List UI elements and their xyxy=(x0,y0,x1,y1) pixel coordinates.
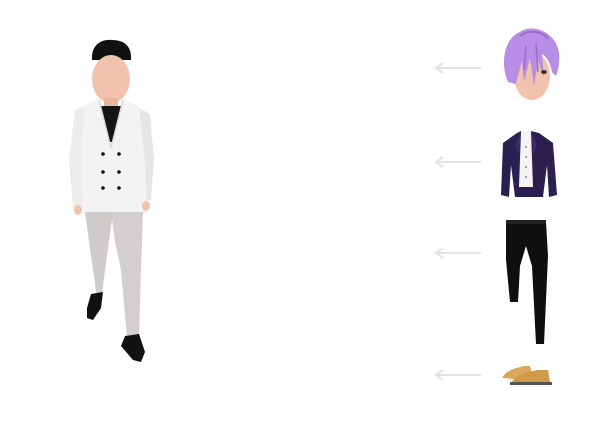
black-pants-icon[interactable] xyxy=(498,216,554,346)
left-arrow-icon xyxy=(434,247,481,259)
navy-jacket-icon[interactable] xyxy=(497,125,561,201)
tan-shoes-icon[interactable] xyxy=(498,358,554,388)
right-shoe xyxy=(121,334,145,362)
purple-hair-icon[interactable] xyxy=(498,26,564,108)
left-hand xyxy=(74,205,82,215)
grey-trousers xyxy=(85,212,113,300)
face xyxy=(92,55,130,103)
cap-icon xyxy=(91,39,132,60)
left-arrow-icon xyxy=(434,62,481,74)
left-arrow-icon xyxy=(434,156,481,168)
grey-trousers-right xyxy=(111,212,143,338)
right-hand xyxy=(142,201,150,211)
lapel-lines xyxy=(98,99,124,149)
left-arrow-icon xyxy=(434,369,481,381)
white-jacket xyxy=(81,100,147,214)
jacket-buttons xyxy=(101,152,121,190)
left-shoe xyxy=(87,292,103,320)
dressed-avatar[interactable] xyxy=(55,30,170,390)
